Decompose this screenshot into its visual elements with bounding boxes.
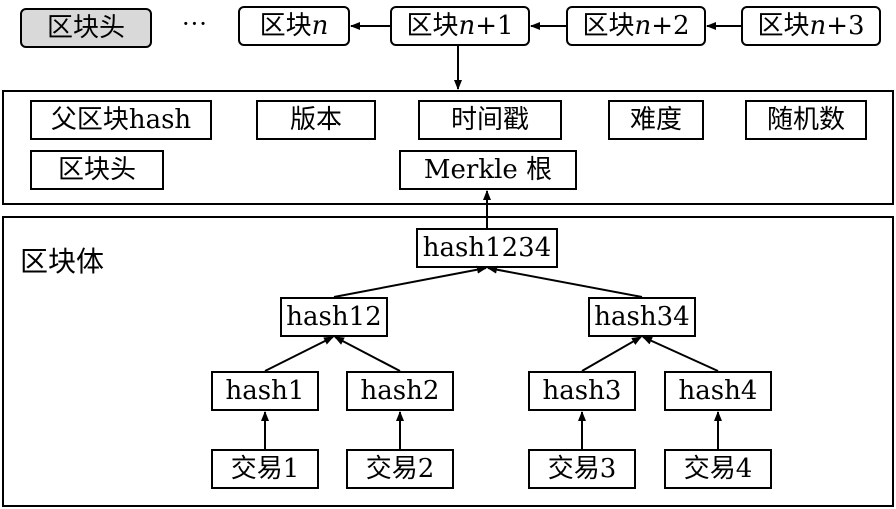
block-n2-suffix: +2 xyxy=(651,11,690,41)
header-label-text: 区块头 xyxy=(57,155,136,185)
hash-1-label: hash1 xyxy=(225,376,305,406)
hash-root-label: hash1234 xyxy=(422,233,552,263)
block-body-label: 区块体 xyxy=(20,245,105,278)
field-difficulty: 难度 xyxy=(608,100,704,140)
arrow-hash3-to-hash34 xyxy=(581,336,642,372)
hash-2: hash2 xyxy=(346,371,454,411)
merkle-root-box: Merkle 根 xyxy=(399,150,577,190)
arrow-hash1-to-hash12 xyxy=(264,336,334,372)
block-n2-prefix: 区块 xyxy=(582,11,635,41)
block-n-var: n xyxy=(311,11,329,41)
field-nonce-label: 随机数 xyxy=(766,105,845,135)
arrow-hash34-to-root xyxy=(487,265,643,298)
transaction-3: 交易3 xyxy=(528,449,636,489)
field-timestamp-label: 时间戳 xyxy=(450,105,529,135)
block-header-panel xyxy=(2,90,894,205)
arrow-hash4-to-hash34 xyxy=(642,336,719,372)
field-version-label: 版本 xyxy=(289,105,342,135)
field-parent-hash-label: 父区块hash xyxy=(50,105,192,135)
chain-header-box: 区块头 xyxy=(20,8,152,48)
hash-4-label: hash4 xyxy=(678,376,758,406)
header-label-box: 区块头 xyxy=(30,150,164,190)
arrow-hash12-to-root xyxy=(333,265,487,298)
field-timestamp: 时间戳 xyxy=(418,100,562,140)
hash-2-label: hash2 xyxy=(360,376,440,406)
transaction-2-label: 交易2 xyxy=(365,454,435,484)
hash-1: hash1 xyxy=(211,371,319,411)
block-n3-suffix: +3 xyxy=(826,11,865,41)
block-n1-suffix: +1 xyxy=(475,11,514,41)
block-n2-var: n xyxy=(634,11,652,41)
transaction-1: 交易1 xyxy=(211,449,319,489)
block-n3-var: n xyxy=(809,11,827,41)
transaction-1-label: 交易1 xyxy=(230,454,300,484)
arrow-hash2-to-hash12 xyxy=(334,336,401,372)
block-n-prefix: 区块 xyxy=(259,11,312,41)
hash-4: hash4 xyxy=(664,371,772,411)
hash-34: hash34 xyxy=(588,297,696,337)
block-body-panel xyxy=(2,216,894,507)
transaction-3-label: 交易3 xyxy=(547,454,617,484)
hash-12: hash12 xyxy=(280,297,388,337)
block-n1-prefix: 区块 xyxy=(406,11,459,41)
transaction-2: 交易2 xyxy=(346,449,454,489)
hash-12-label: hash12 xyxy=(286,302,382,332)
hash-34-label: hash34 xyxy=(594,302,690,332)
merkle-root-label: Merkle 根 xyxy=(423,155,553,185)
block-n3-prefix: 区块 xyxy=(757,11,810,41)
transaction-4: 交易4 xyxy=(664,449,772,489)
hash-3: hash3 xyxy=(528,371,636,411)
field-parent-hash: 父区块hash xyxy=(30,100,212,140)
field-nonce: 随机数 xyxy=(745,100,867,140)
hash-root: hash1234 xyxy=(416,228,558,268)
chain-ellipsis: ··· xyxy=(182,10,208,38)
transaction-4-label: 交易4 xyxy=(683,454,753,484)
chain-header-label: 区块头 xyxy=(46,13,125,43)
field-version: 版本 xyxy=(256,100,376,140)
field-difficulty-label: 难度 xyxy=(629,105,682,135)
block-n1-var: n xyxy=(458,11,476,41)
hash-3-label: hash3 xyxy=(542,376,622,406)
